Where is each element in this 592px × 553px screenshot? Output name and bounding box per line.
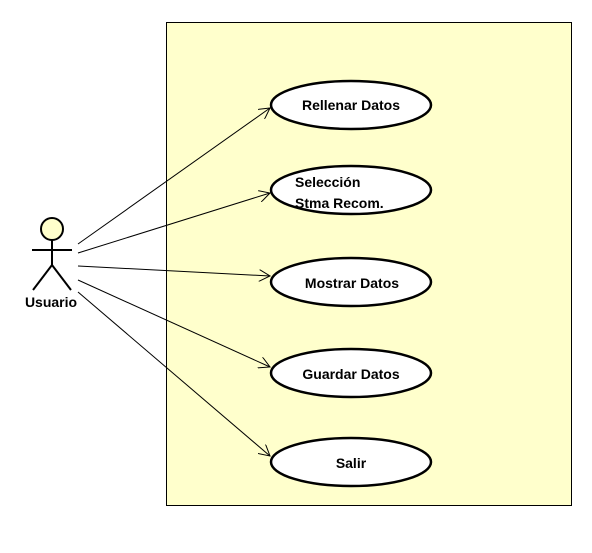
use-case-ellipse [269, 256, 433, 308]
actor-left-leg [32, 264, 53, 291]
use-case-label: Rellenar Datos [302, 97, 400, 113]
actor-head [40, 217, 64, 241]
use-case-rellenar-datos[interactable]: Rellenar Datos [269, 79, 433, 131]
use-case-ellipse [269, 164, 433, 216]
associations [77, 108, 270, 456]
use-case-salir[interactable]: Salir [269, 436, 433, 488]
use-case-label: Salir [336, 455, 367, 471]
use-case-guardar-datos[interactable]: Guardar Datos [269, 347, 433, 399]
association-mostrar [77, 265, 270, 276]
use-case-label: Guardar Datos [302, 366, 399, 382]
use-case-ellipse [269, 347, 433, 399]
use-case-label: Mostrar Datos [305, 275, 399, 291]
association-rellenar [77, 108, 270, 245]
actor-usuario[interactable]: Usuario [25, 217, 77, 310]
stick-figure-icon [32, 217, 72, 291]
use-case-ellipse [269, 436, 433, 488]
use-case-label-line-1: Selección [295, 174, 360, 190]
association-guardar [77, 279, 270, 367]
use-case-ellipse [269, 79, 433, 131]
use-case-label-line-2: Stma Recom. [295, 195, 384, 211]
use-case-seleccion-stma-recom[interactable]: Selección Stma Recom. [269, 164, 433, 216]
use-case-mostrar-datos[interactable]: Mostrar Datos [269, 256, 433, 308]
actor-label: Usuario [25, 294, 77, 310]
association-seleccion [77, 193, 270, 254]
actor-right-leg [51, 264, 72, 291]
association-salir [77, 291, 270, 456]
